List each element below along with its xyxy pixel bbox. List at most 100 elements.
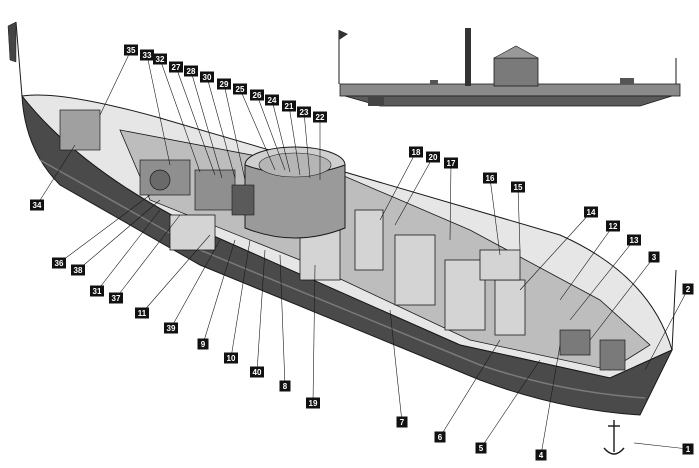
callout-number-26: 26 [253, 91, 262, 100]
callout-box-10 [224, 352, 238, 364]
callout-number-2: 2 [686, 285, 691, 294]
callout-box-19 [306, 397, 320, 409]
callout-box-6 [434, 431, 446, 443]
leader-line-33 [146, 54, 171, 166]
profile-turret [493, 57, 539, 87]
leader-line-14 [519, 211, 592, 291]
leader-line-19 [312, 264, 316, 404]
leader-line-20 [394, 156, 434, 226]
profile-flag-icon [339, 30, 348, 40]
callout-number-32: 32 [156, 55, 165, 64]
compartment-wardroom [354, 209, 384, 271]
callout-box-17 [444, 157, 458, 169]
callout-box-15 [511, 181, 525, 193]
callout-number-21: 21 [285, 102, 294, 111]
callout-number-18: 18 [412, 148, 421, 157]
callout-box-38 [71, 264, 85, 276]
leader-line-39 [170, 239, 221, 329]
engine-block [194, 169, 236, 211]
leader-line-7 [389, 309, 403, 423]
callout-number-36: 36 [55, 259, 64, 268]
leader-line-15 [517, 186, 521, 251]
callout-number-13: 13 [630, 236, 639, 245]
callout-number-33: 33 [143, 51, 152, 60]
leader-line-26 [256, 94, 286, 171]
callout-number-6: 6 [438, 433, 443, 442]
leader-line-13 [569, 239, 635, 321]
leader-line-2 [644, 288, 689, 371]
engine-wheel-icon [149, 169, 171, 191]
callout-labels: 1234567891011121314151617181920212223242… [30, 44, 694, 461]
leader-line-31 [96, 209, 161, 292]
callout-number-38: 38 [74, 266, 83, 275]
callout-box-40 [250, 366, 264, 378]
callout-number-25: 25 [236, 85, 245, 94]
leader-line-32 [159, 58, 201, 173]
callout-box-26 [250, 89, 264, 101]
leader-line-1 [633, 442, 689, 450]
leader-line-9 [202, 239, 236, 345]
callout-box-29 [217, 78, 231, 90]
callout-box-7 [396, 416, 408, 428]
profile-hull [344, 95, 673, 107]
leader-line-35 [99, 49, 132, 116]
callout-number-37: 37 [112, 294, 121, 303]
callout-box-12 [606, 220, 620, 232]
gun-port [231, 184, 255, 216]
callout-number-3: 3 [652, 253, 657, 262]
callout-box-27 [169, 61, 183, 73]
leader-line-29 [223, 83, 246, 181]
hull-waterline [39, 159, 646, 399]
callout-box-25 [233, 83, 247, 95]
callout-number-28: 28 [187, 67, 196, 76]
leader-line-12 [559, 225, 614, 301]
callout-number-10: 10 [227, 354, 236, 363]
leader-line-23 [303, 111, 311, 179]
anchor-windlass [559, 329, 591, 356]
turret-inner [258, 152, 332, 178]
callout-number-24: 24 [268, 96, 277, 105]
leader-line-18 [379, 151, 417, 221]
anchor-well [599, 339, 626, 371]
callout-number-14: 14 [587, 208, 596, 217]
callout-box-33 [140, 49, 154, 61]
leader-line-36 [58, 194, 151, 264]
callout-number-7: 7 [400, 418, 405, 427]
callout-number-23: 23 [300, 108, 309, 117]
compartments [169, 209, 526, 336]
callout-box-23 [297, 106, 311, 118]
compartment-berth [299, 229, 341, 281]
leader-line-27 [175, 66, 216, 176]
leader-lines [36, 49, 689, 456]
callout-number-5: 5 [479, 444, 484, 453]
anchor-icon [603, 420, 625, 455]
profile-pilothouse [620, 78, 634, 84]
callout-box-3 [648, 251, 660, 263]
callout-box-21 [282, 100, 296, 112]
callout-box-11 [135, 307, 149, 319]
leader-line-34 [36, 144, 76, 206]
callout-box-18 [409, 146, 423, 158]
callout-number-35: 35 [127, 46, 136, 55]
leader-line-37 [115, 214, 181, 299]
leader-line-10 [230, 239, 251, 359]
callout-number-15: 15 [514, 183, 523, 192]
callout-number-16: 16 [486, 174, 495, 183]
callout-box-5 [475, 442, 487, 454]
compartment-cabin-a [394, 234, 436, 306]
engine-machinery [59, 109, 236, 211]
profile-funnel [465, 28, 471, 86]
callout-box-24 [265, 94, 279, 106]
leader-line-3 [589, 256, 655, 341]
callout-box-4 [535, 449, 547, 461]
callout-number-39: 39 [167, 324, 176, 333]
callout-number-34: 34 [33, 201, 42, 210]
callout-number-9: 9 [201, 340, 206, 349]
leader-line-28 [190, 70, 223, 179]
compartment-coal [169, 214, 216, 251]
callout-number-40: 40 [253, 368, 262, 377]
callout-box-14 [584, 206, 598, 218]
callout-number-20: 20 [429, 153, 438, 162]
callout-number-30: 30 [203, 73, 212, 82]
